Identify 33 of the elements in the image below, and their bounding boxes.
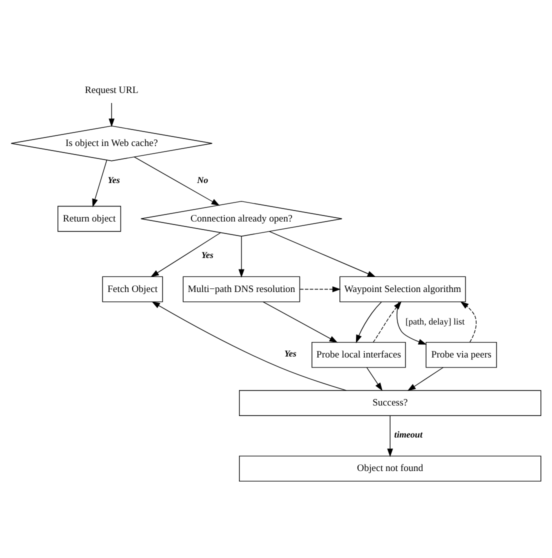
- node-box: Probe via peers: [426, 341, 497, 368]
- node-diamond: Is object in Web cache?: [10, 125, 212, 161]
- arrow: [150, 232, 222, 277]
- arrow: [238, 236, 244, 278]
- arrow: [92, 159, 108, 207]
- edge-label: [path, delay] list: [405, 316, 465, 326]
- arrow: [356, 301, 382, 343]
- arrow: [372, 300, 402, 342]
- edge-label: timeout: [394, 429, 423, 440]
- arrow: [366, 366, 383, 391]
- node-box: Waypoint Selection algorithm: [340, 276, 466, 302]
- edge-label: No: [197, 174, 208, 184]
- arrow: [387, 414, 394, 456]
- node-box: Fetch Object: [102, 276, 163, 302]
- node-diamond: Connection already open?: [140, 200, 342, 236]
- arrow: [300, 286, 341, 292]
- node-box: Object not found: [239, 455, 542, 482]
- arrow: [152, 300, 347, 390]
- edge-label: Yes: [108, 174, 120, 184]
- node-box: Success?: [239, 390, 542, 416]
- node-text: Request URL: [84, 84, 138, 96]
- arrow: [460, 300, 477, 342]
- arrow: [134, 156, 220, 206]
- edge-label: Yes: [201, 250, 214, 260]
- arrow: [262, 301, 338, 342]
- node-box: Multi−path DNS resolution: [182, 276, 300, 302]
- arrow: [396, 300, 427, 344]
- edge-label: Yes: [284, 348, 296, 358]
- node-box: Probe local interfaces: [312, 341, 406, 368]
- arrow: [407, 366, 444, 391]
- node-box: Return object: [58, 205, 122, 232]
- arrow: [108, 102, 115, 126]
- arrow: [269, 230, 376, 277]
